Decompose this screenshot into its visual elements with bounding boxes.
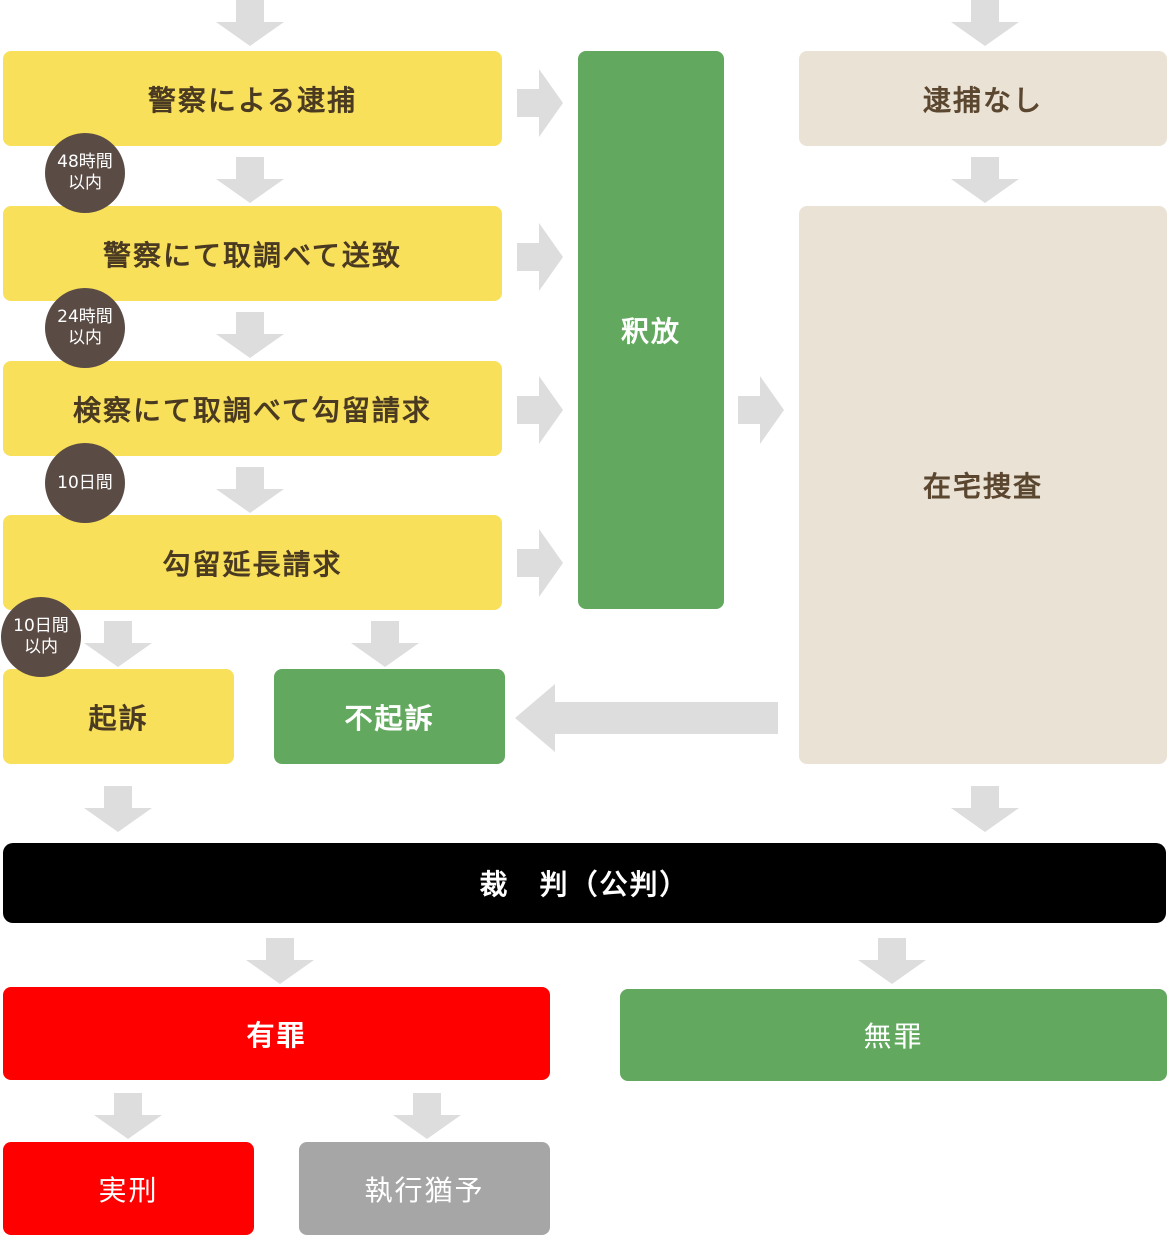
release-label: 釈放 xyxy=(620,315,681,348)
trial-label: 裁 判（公判） xyxy=(479,868,690,901)
non-indictment-box: 不起訴 xyxy=(274,669,505,764)
suspended-sentence-label: 執行猶予 xyxy=(364,1173,485,1207)
time-limit-badge-10d: 10日間 xyxy=(45,443,125,523)
non-indictment-label: 不起訴 xyxy=(344,701,435,735)
arrow-down-icon xyxy=(351,621,419,667)
arrow-down-icon xyxy=(84,786,152,832)
arrow-down-icon xyxy=(84,621,152,667)
arrow-down-icon xyxy=(858,938,926,984)
arrow-down-icon xyxy=(94,1093,162,1139)
badge-line: 48時間 xyxy=(57,152,113,172)
badge-line: 10日間 xyxy=(13,616,69,636)
arrow-down-icon xyxy=(216,467,284,513)
arrow-left-icon xyxy=(515,684,778,752)
arrest-label: 警察による逮捕 xyxy=(147,83,358,117)
not-guilty-label: 無罪 xyxy=(863,1020,924,1053)
arrow-down-icon xyxy=(216,157,284,203)
arrow-right-icon xyxy=(517,376,563,444)
home-investigation-box: 在宅捜査 xyxy=(799,206,1167,764)
police-investigation-label: 警察にて取調べて送致 xyxy=(103,238,402,272)
prosecutor-investigation-label: 検察にて取調べて勾留請求 xyxy=(73,393,432,427)
badge-line: 10日間 xyxy=(57,472,113,493)
guilty-label: 有罪 xyxy=(246,1018,307,1052)
arrow-down-icon xyxy=(216,0,284,46)
arrow-down-icon xyxy=(951,157,1019,203)
time-limit-badge-48h: 48時間 以内 xyxy=(45,133,125,213)
release-box: 釈放 xyxy=(578,51,724,609)
badge-line: 以内 xyxy=(68,328,102,348)
prison-sentence-box: 実刑 xyxy=(3,1142,254,1235)
arrow-right-icon xyxy=(517,529,563,597)
arrow-down-icon xyxy=(393,1093,461,1139)
badge-line: 24時間 xyxy=(57,307,113,327)
time-limit-badge-10d-within: 10日間 以内 xyxy=(1,597,81,677)
home-investigation-label: 在宅捜査 xyxy=(922,470,1043,503)
arrow-down-icon xyxy=(216,312,284,358)
suspended-sentence-box: 執行猶予 xyxy=(299,1142,550,1235)
arrow-down-icon xyxy=(246,938,314,984)
detention-extension-box: 勾留延長請求 xyxy=(3,515,502,610)
badge-line: 以内 xyxy=(24,637,58,657)
no-arrest-box: 逮捕なし xyxy=(799,51,1167,146)
arrow-down-icon xyxy=(951,786,1019,832)
indictment-label: 起訴 xyxy=(88,701,149,735)
arrow-down-icon xyxy=(951,0,1019,46)
time-limit-badge-24h: 24時間 以内 xyxy=(45,288,125,368)
arrow-right-icon xyxy=(517,223,563,291)
prison-sentence-label: 実刑 xyxy=(98,1173,159,1207)
arrow-right-icon xyxy=(517,69,563,137)
badge-line: 以内 xyxy=(68,173,102,193)
guilty-box: 有罪 xyxy=(3,987,550,1080)
trial-box: 裁 判（公判） xyxy=(3,843,1166,923)
no-arrest-label: 逮捕なし xyxy=(922,83,1043,117)
prosecutor-investigation-box: 検察にて取調べて勾留請求 xyxy=(3,361,502,456)
detention-extension-label: 勾留延長請求 xyxy=(162,547,343,581)
arrest-box: 警察による逮捕 xyxy=(3,51,502,146)
arrow-right-icon xyxy=(738,376,784,444)
not-guilty-box: 無罪 xyxy=(620,989,1167,1081)
police-investigation-box: 警察にて取調べて送致 xyxy=(3,206,502,301)
indictment-box: 起訴 xyxy=(3,669,234,764)
